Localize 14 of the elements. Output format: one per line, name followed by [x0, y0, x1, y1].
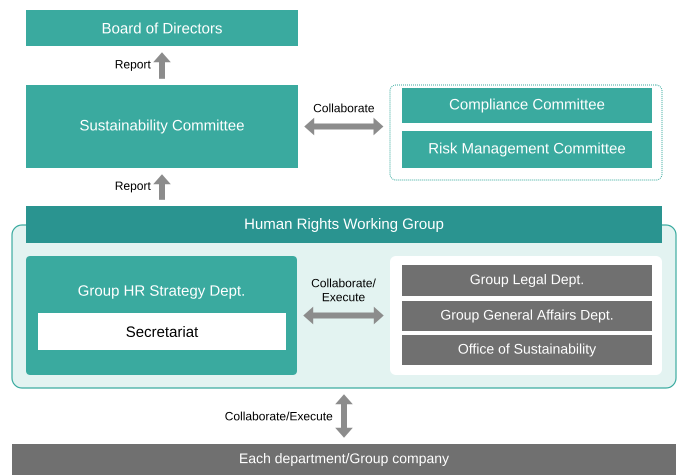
- edge-label: Report: [116, 182, 151, 192]
- committee-box: Sustainability Committee: [26, 85, 298, 168]
- department-box: Office of Sustainability: [402, 335, 652, 365]
- board-box: Board of Directors: [26, 10, 298, 46]
- edge-label: Collaborate: [314, 104, 374, 112]
- department-box: Group General Affairs Dept.: [402, 301, 652, 331]
- edge-label: Collaborate/Execute: [225, 412, 332, 420]
- committee-box: Compliance Committee: [402, 88, 652, 123]
- company-bar: Each department/Group company: [12, 444, 676, 475]
- secretariat-box: Secretariat: [38, 313, 286, 350]
- edge-label: Report: [116, 60, 151, 71]
- department-box: Group Legal Dept.: [402, 265, 652, 296]
- edge-label: Collaborate/ Execute: [312, 278, 376, 302]
- committee-box: Risk Management Committee: [402, 131, 652, 168]
